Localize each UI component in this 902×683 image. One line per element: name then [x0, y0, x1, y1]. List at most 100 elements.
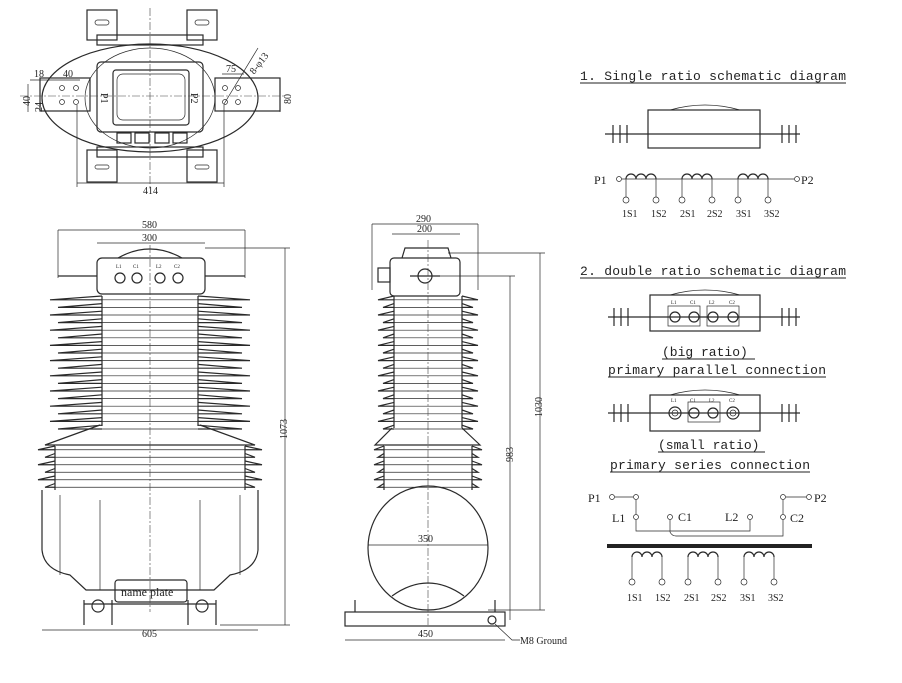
insulator-shed: [49, 386, 251, 392]
single-ratio-title: 1. Single ratio schematic diagram: [580, 69, 846, 84]
dim-40-horizontal: 40: [63, 69, 73, 80]
tap-2s1: 2S1: [680, 209, 696, 220]
insulator-shed: [373, 460, 483, 466]
insulator-core: [54, 446, 246, 490]
coil-lead: [625, 179, 657, 197]
coil-lead: [687, 557, 719, 579]
insulator-shed: [57, 379, 243, 384]
dim-80: 80: [283, 94, 294, 104]
left-terminal-plate: [39, 77, 91, 112]
insulator-shed: [57, 394, 243, 400]
dim-450: 450: [418, 629, 433, 640]
insulator-sheds-side: [377, 295, 479, 430]
insulator-shed: [373, 475, 483, 481]
insulator-shed: [49, 295, 251, 301]
insulator-shed: [382, 318, 474, 324]
insulator-core: [393, 296, 463, 428]
tap-terminal: [734, 196, 742, 204]
insulator-shed: [57, 318, 243, 324]
dim-1073: 1073: [279, 419, 290, 439]
coil: [631, 551, 663, 558]
insulator-shed: [377, 341, 479, 346]
coil: [737, 173, 769, 180]
insulator-shed: [377, 417, 479, 422]
insulator-shed: [49, 325, 251, 331]
secondary-windings: [628, 551, 778, 586]
terminal-l2: L2: [709, 301, 715, 306]
side-view: 290 200 350 450 M8 Ground 983 1030: [344, 214, 567, 647]
dim-414: 414: [143, 186, 158, 197]
insulator-core: [101, 296, 199, 426]
insulator-shed: [377, 295, 479, 301]
tap-1s1: 1S1: [627, 593, 643, 604]
l1-label: L1: [612, 511, 625, 525]
tap-2s2: 2S2: [707, 209, 723, 220]
dim-605: 605: [142, 629, 157, 640]
terminal-c2: C2: [729, 301, 735, 306]
small-ratio-box: L1 C1 L2 C2: [608, 389, 800, 432]
coil-lead: [681, 179, 713, 197]
mounting-flanges: [86, 9, 218, 183]
terminal-c1: C1: [690, 301, 696, 306]
tap-terminal: [764, 196, 772, 204]
tap-terminal: [652, 196, 660, 204]
dim-1030: 1030: [534, 397, 545, 417]
terminal-l2: L2: [156, 265, 162, 270]
insulator-shed: [44, 482, 256, 488]
insulator-shed: [57, 363, 243, 369]
insulator-shed: [377, 310, 479, 316]
insulator-shed: [57, 348, 243, 354]
tap-1s2: 1S2: [651, 209, 667, 220]
insulator-shed: [49, 417, 251, 422]
tap-3s1: 3S1: [740, 593, 756, 604]
dim-290: 290: [416, 214, 431, 225]
p1-label: P1: [98, 93, 109, 104]
dim-350: 350: [418, 534, 433, 545]
tap-terminal: [658, 578, 666, 586]
insulator-shed: [37, 460, 263, 466]
insulator-shed: [57, 333, 243, 339]
coil: [625, 173, 657, 180]
tap-2s1: 2S1: [684, 593, 700, 604]
insulator-shed: [49, 310, 251, 316]
secondary-terminals: [116, 132, 188, 144]
lower-sheds-side: [373, 445, 483, 490]
front-view: 580 300 L1 C1 L2 C2 name plate 605 1073: [37, 220, 290, 640]
insulator-shed: [377, 401, 479, 407]
top-view: P1 P2 414 18 40 40 24 75 80 8-φ13: [20, 8, 294, 197]
tap-terminal: [770, 578, 778, 586]
insulator-shed: [37, 475, 263, 481]
dim-75: 75: [226, 64, 236, 75]
coil-lead: [737, 179, 769, 197]
insulator-shed: [382, 348, 474, 354]
c2-label: C2: [790, 511, 804, 525]
tap-3s1: 3S1: [736, 209, 752, 220]
terminal-c2: C2: [174, 265, 180, 270]
dim-24: 24: [34, 102, 45, 112]
name-plate-label: name plate: [121, 585, 173, 599]
insulator-shed: [49, 341, 251, 346]
insulator-shed: [375, 452, 481, 458]
c1-label: C1: [678, 510, 692, 524]
double-tap-labels: 1S1 1S2 2S1 2S2 3S1 3S2: [627, 593, 784, 604]
double-ratio-title: 2. double ratio schematic diagram: [580, 264, 846, 279]
insulator-shed: [375, 467, 481, 473]
small-ratio-label: (small ratio): [658, 438, 759, 453]
core-bar: [607, 544, 812, 548]
p2-label: P2: [188, 93, 199, 104]
terminal-l1: L1: [671, 399, 677, 404]
dim-holes: 8-φ13: [248, 51, 272, 77]
insulator-shed: [57, 303, 243, 308]
insulator-shed: [49, 371, 251, 377]
p2-label: P2: [814, 491, 827, 505]
side-head-box: [389, 257, 461, 297]
terminal-l2: L2: [709, 399, 715, 404]
tap-terminal: [628, 578, 636, 586]
name-plate: [114, 579, 188, 603]
tap-1s2: 1S2: [655, 593, 671, 604]
tap-terminal: [740, 578, 748, 586]
coil: [681, 173, 713, 180]
dim-18: 18: [34, 69, 44, 80]
insulator-shed: [377, 356, 479, 362]
insulator-shed: [382, 394, 474, 400]
